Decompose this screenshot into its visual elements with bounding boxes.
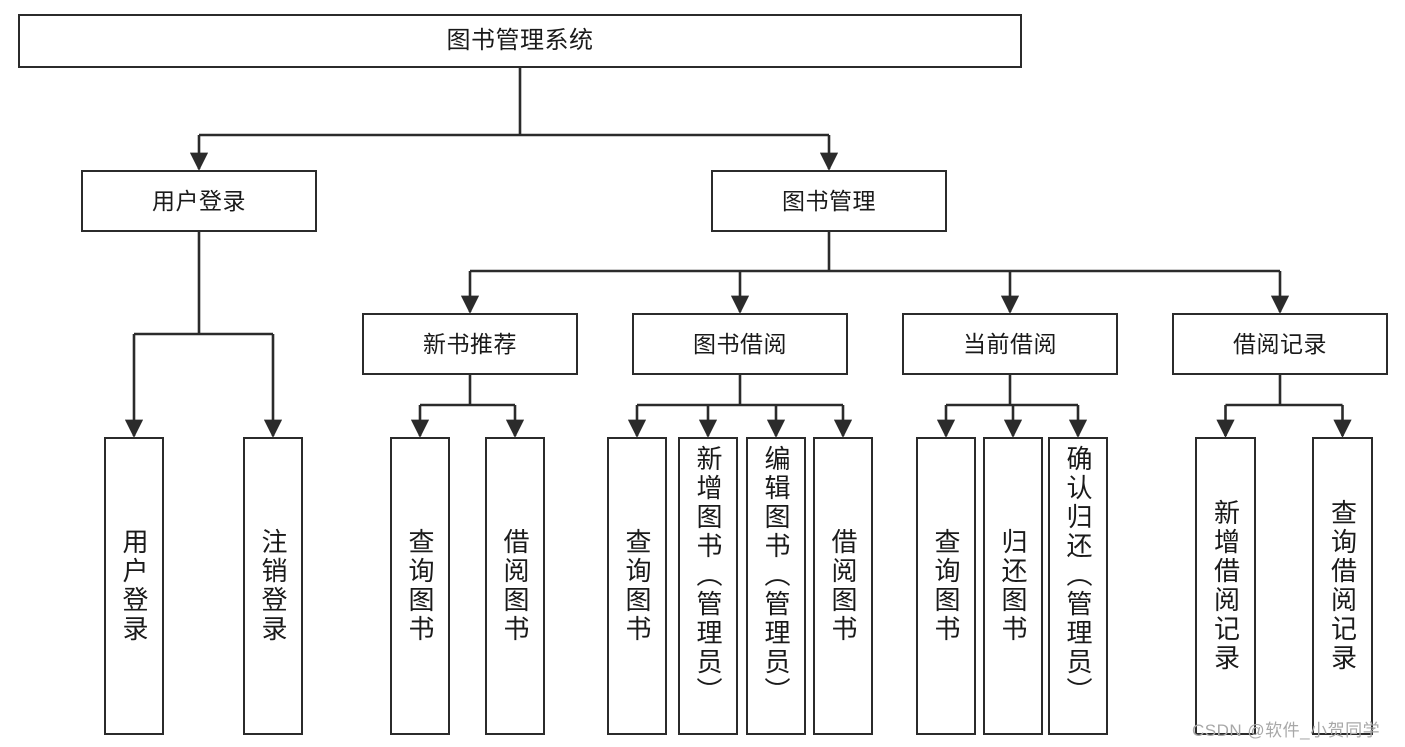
node-leaf-logout-login-label: 注销登录 — [258, 528, 288, 644]
node-leaf-query-borrow-record-label: 查询借阅记录 — [1327, 499, 1358, 673]
node-leaf-return-book[interactable]: 归还图书 — [983, 437, 1043, 735]
node-leaf-logout-login[interactable]: 注销登录 — [243, 437, 303, 735]
node-leaf-add-book-admin[interactable]: 新增图书（管理员） — [678, 437, 738, 735]
node-leaf-query-borrow-record[interactable]: 查询借阅记录 — [1312, 437, 1373, 735]
node-leaf-confirm-return-admin-label: 确认归还（管理员） — [1063, 445, 1093, 706]
node-leaf-query-book-current[interactable]: 查询图书 — [916, 437, 976, 735]
node-leaf-query-book-rec[interactable]: 查询图书 — [390, 437, 450, 735]
node-new-book-recommend-label: 新书推荐 — [423, 330, 517, 357]
node-borrow-record-label: 借阅记录 — [1233, 330, 1327, 357]
node-leaf-query-book-rec-label: 查询图书 — [405, 528, 435, 644]
node-leaf-user-login[interactable]: 用户登录 — [104, 437, 164, 735]
node-leaf-query-book-current-label: 查询图书 — [931, 528, 961, 644]
node-user-login[interactable]: 用户登录 — [81, 170, 317, 232]
node-root-label: 图书管理系统 — [446, 27, 594, 54]
node-leaf-return-book-label: 归还图书 — [998, 528, 1028, 644]
node-leaf-borrow-book-label: 借阅图书 — [828, 528, 858, 644]
node-current-borrow-label: 当前借阅 — [963, 330, 1057, 357]
node-leaf-user-login-label: 用户登录 — [119, 528, 149, 644]
node-leaf-query-book-borrow-label: 查询图书 — [622, 528, 652, 644]
csdn-watermark: CSDN @软件_小贺同学 — [1192, 721, 1381, 740]
node-book-borrow-label: 图书借阅 — [693, 330, 787, 357]
node-book-manage[interactable]: 图书管理 — [711, 170, 947, 232]
node-leaf-borrow-book-rec[interactable]: 借阅图书 — [485, 437, 545, 735]
node-borrow-record[interactable]: 借阅记录 — [1172, 313, 1388, 375]
node-root[interactable]: 图书管理系统 — [18, 14, 1022, 68]
node-leaf-add-borrow-record[interactable]: 新增借阅记录 — [1195, 437, 1256, 735]
node-user-login-label: 用户登录 — [152, 187, 246, 214]
node-book-manage-label: 图书管理 — [782, 187, 876, 214]
node-leaf-confirm-return-admin[interactable]: 确认归还（管理员） — [1048, 437, 1108, 735]
node-new-book-recommend[interactable]: 新书推荐 — [362, 313, 578, 375]
node-current-borrow[interactable]: 当前借阅 — [902, 313, 1118, 375]
node-book-borrow[interactable]: 图书借阅 — [632, 313, 848, 375]
node-leaf-borrow-book-rec-label: 借阅图书 — [500, 528, 530, 644]
node-leaf-borrow-book[interactable]: 借阅图书 — [813, 437, 873, 735]
node-leaf-add-book-admin-label: 新增图书（管理员） — [693, 445, 723, 706]
node-leaf-edit-book-admin[interactable]: 编辑图书（管理员） — [746, 437, 806, 735]
node-leaf-edit-book-admin-label: 编辑图书（管理员） — [761, 445, 791, 706]
node-leaf-query-book-borrow[interactable]: 查询图书 — [607, 437, 667, 735]
node-leaf-add-borrow-record-label: 新增借阅记录 — [1210, 499, 1241, 673]
